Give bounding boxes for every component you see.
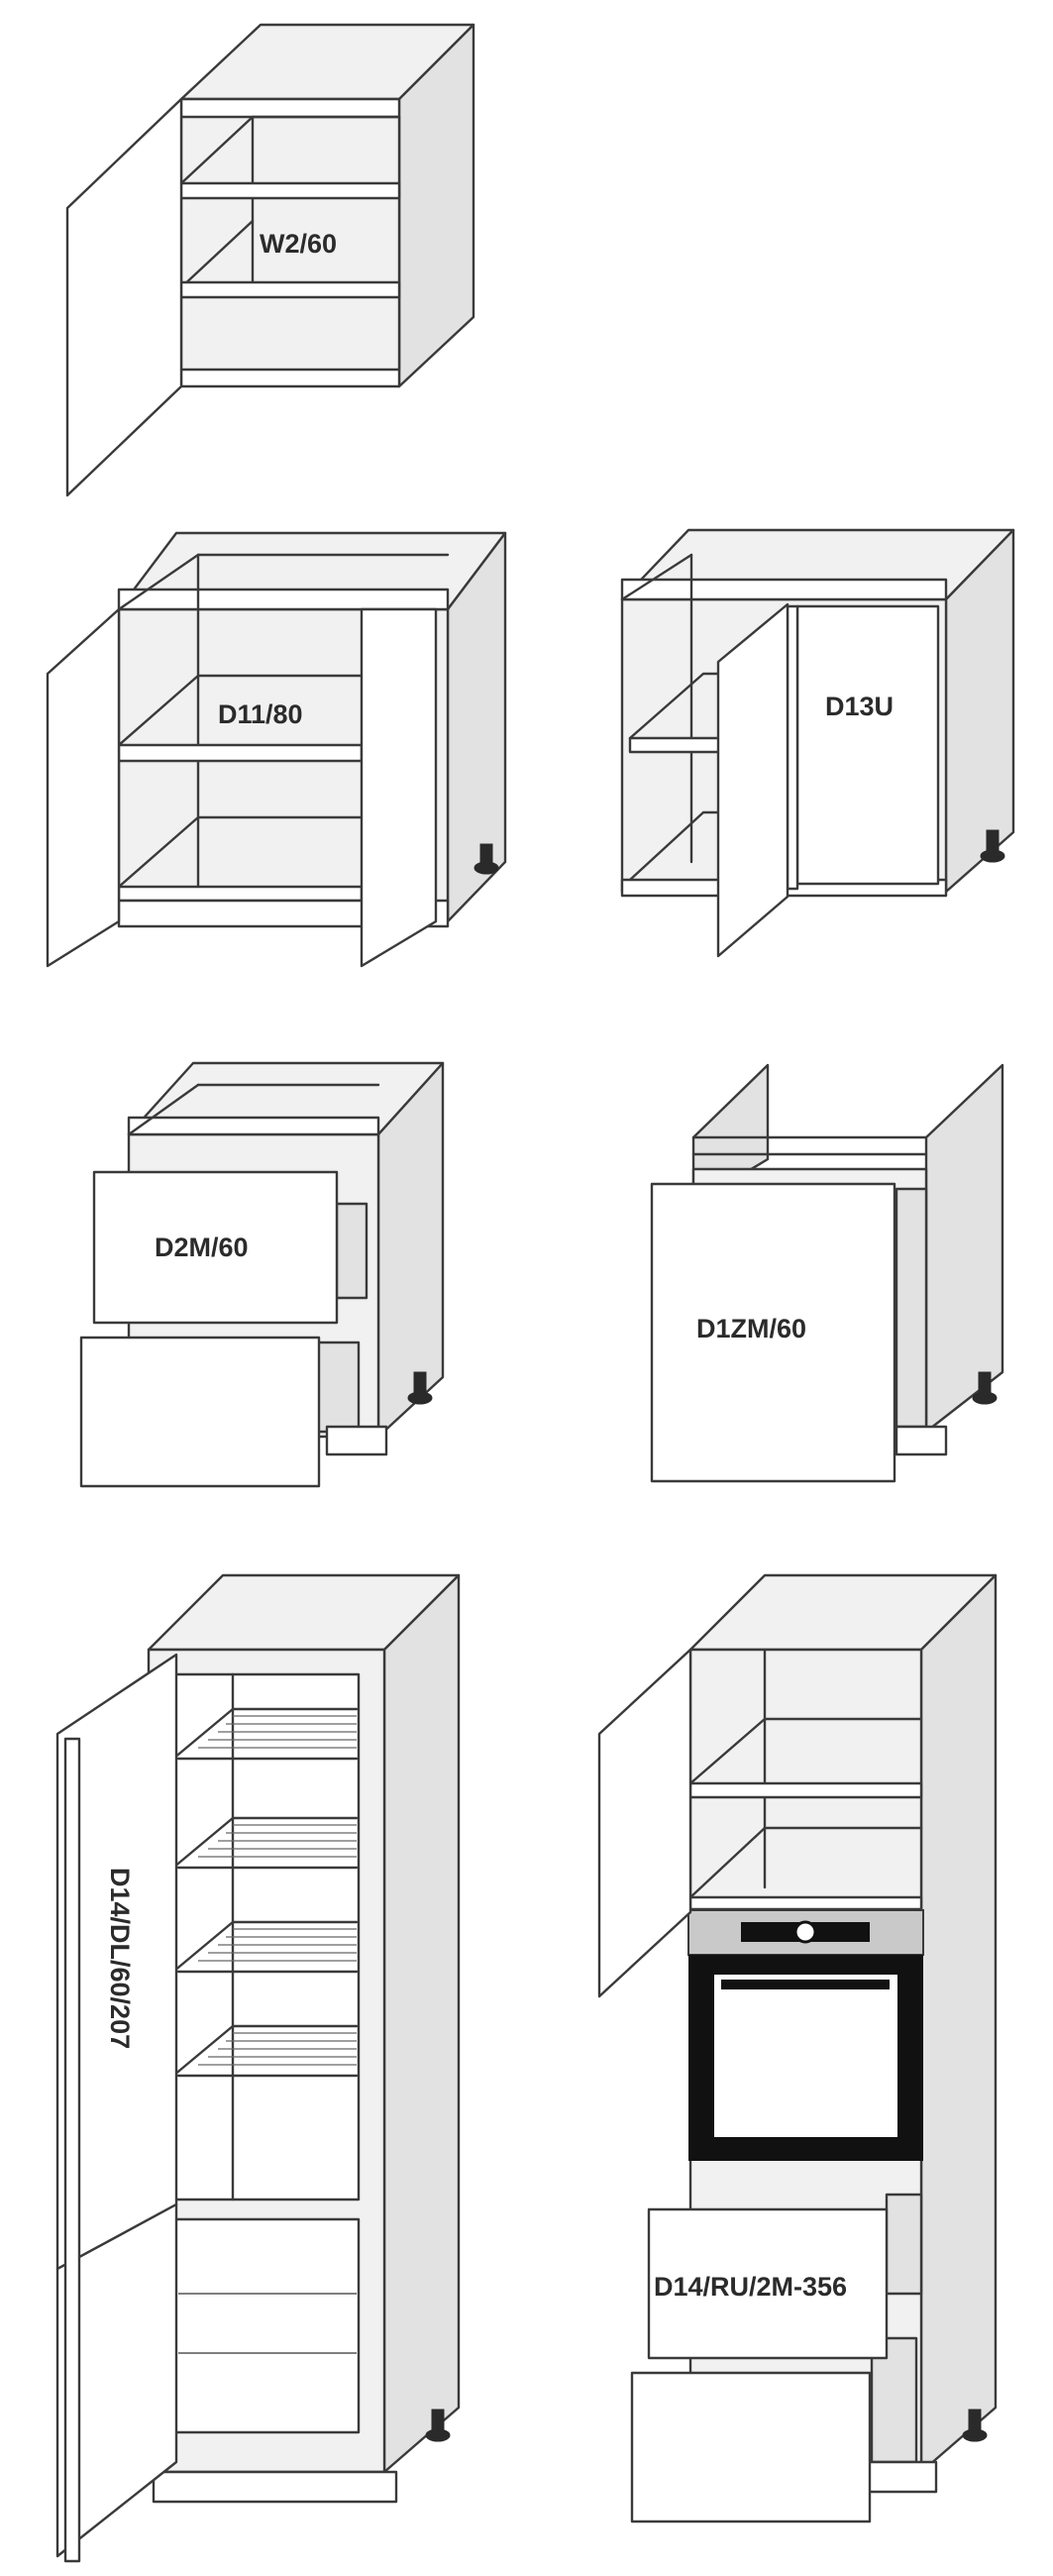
cabinet-d1zm-60: D1ZM/60 bbox=[650, 1063, 1004, 1483]
cabinet-label: W2/60 bbox=[260, 229, 337, 259]
cabinet-d13u: D13U bbox=[620, 528, 1015, 958]
wire-shelf bbox=[171, 1920, 359, 1974]
wire-shelf bbox=[171, 1816, 359, 1870]
cabinet-d14-ru-2m-356: D14/RU/2M-356 bbox=[597, 1573, 998, 2523]
wire-shelf bbox=[171, 1707, 359, 1761]
cabinet-label: D14/DL/60/207 bbox=[105, 1868, 135, 2049]
cabinet-label: D1ZM/60 bbox=[696, 1314, 806, 1343]
cabinet-label: D11/80 bbox=[218, 699, 303, 729]
wire-shelf bbox=[171, 2024, 359, 2078]
cabinet-w2-60: W2/60 bbox=[65, 23, 475, 497]
built-in-oven bbox=[687, 1909, 924, 2161]
cabinet-label: D14/RU/2M-356 bbox=[654, 2272, 847, 2302]
cabinet-d11-80: D11/80 bbox=[46, 531, 507, 968]
cabinet-d14-dl-60-207: D14/DL/60/207 bbox=[55, 1573, 461, 2563]
cabinet-label: D13U bbox=[825, 692, 894, 721]
cabinet-label: D2M/60 bbox=[155, 1233, 249, 1262]
cabinet-d2m-60: D2M/60 bbox=[79, 1061, 445, 1488]
